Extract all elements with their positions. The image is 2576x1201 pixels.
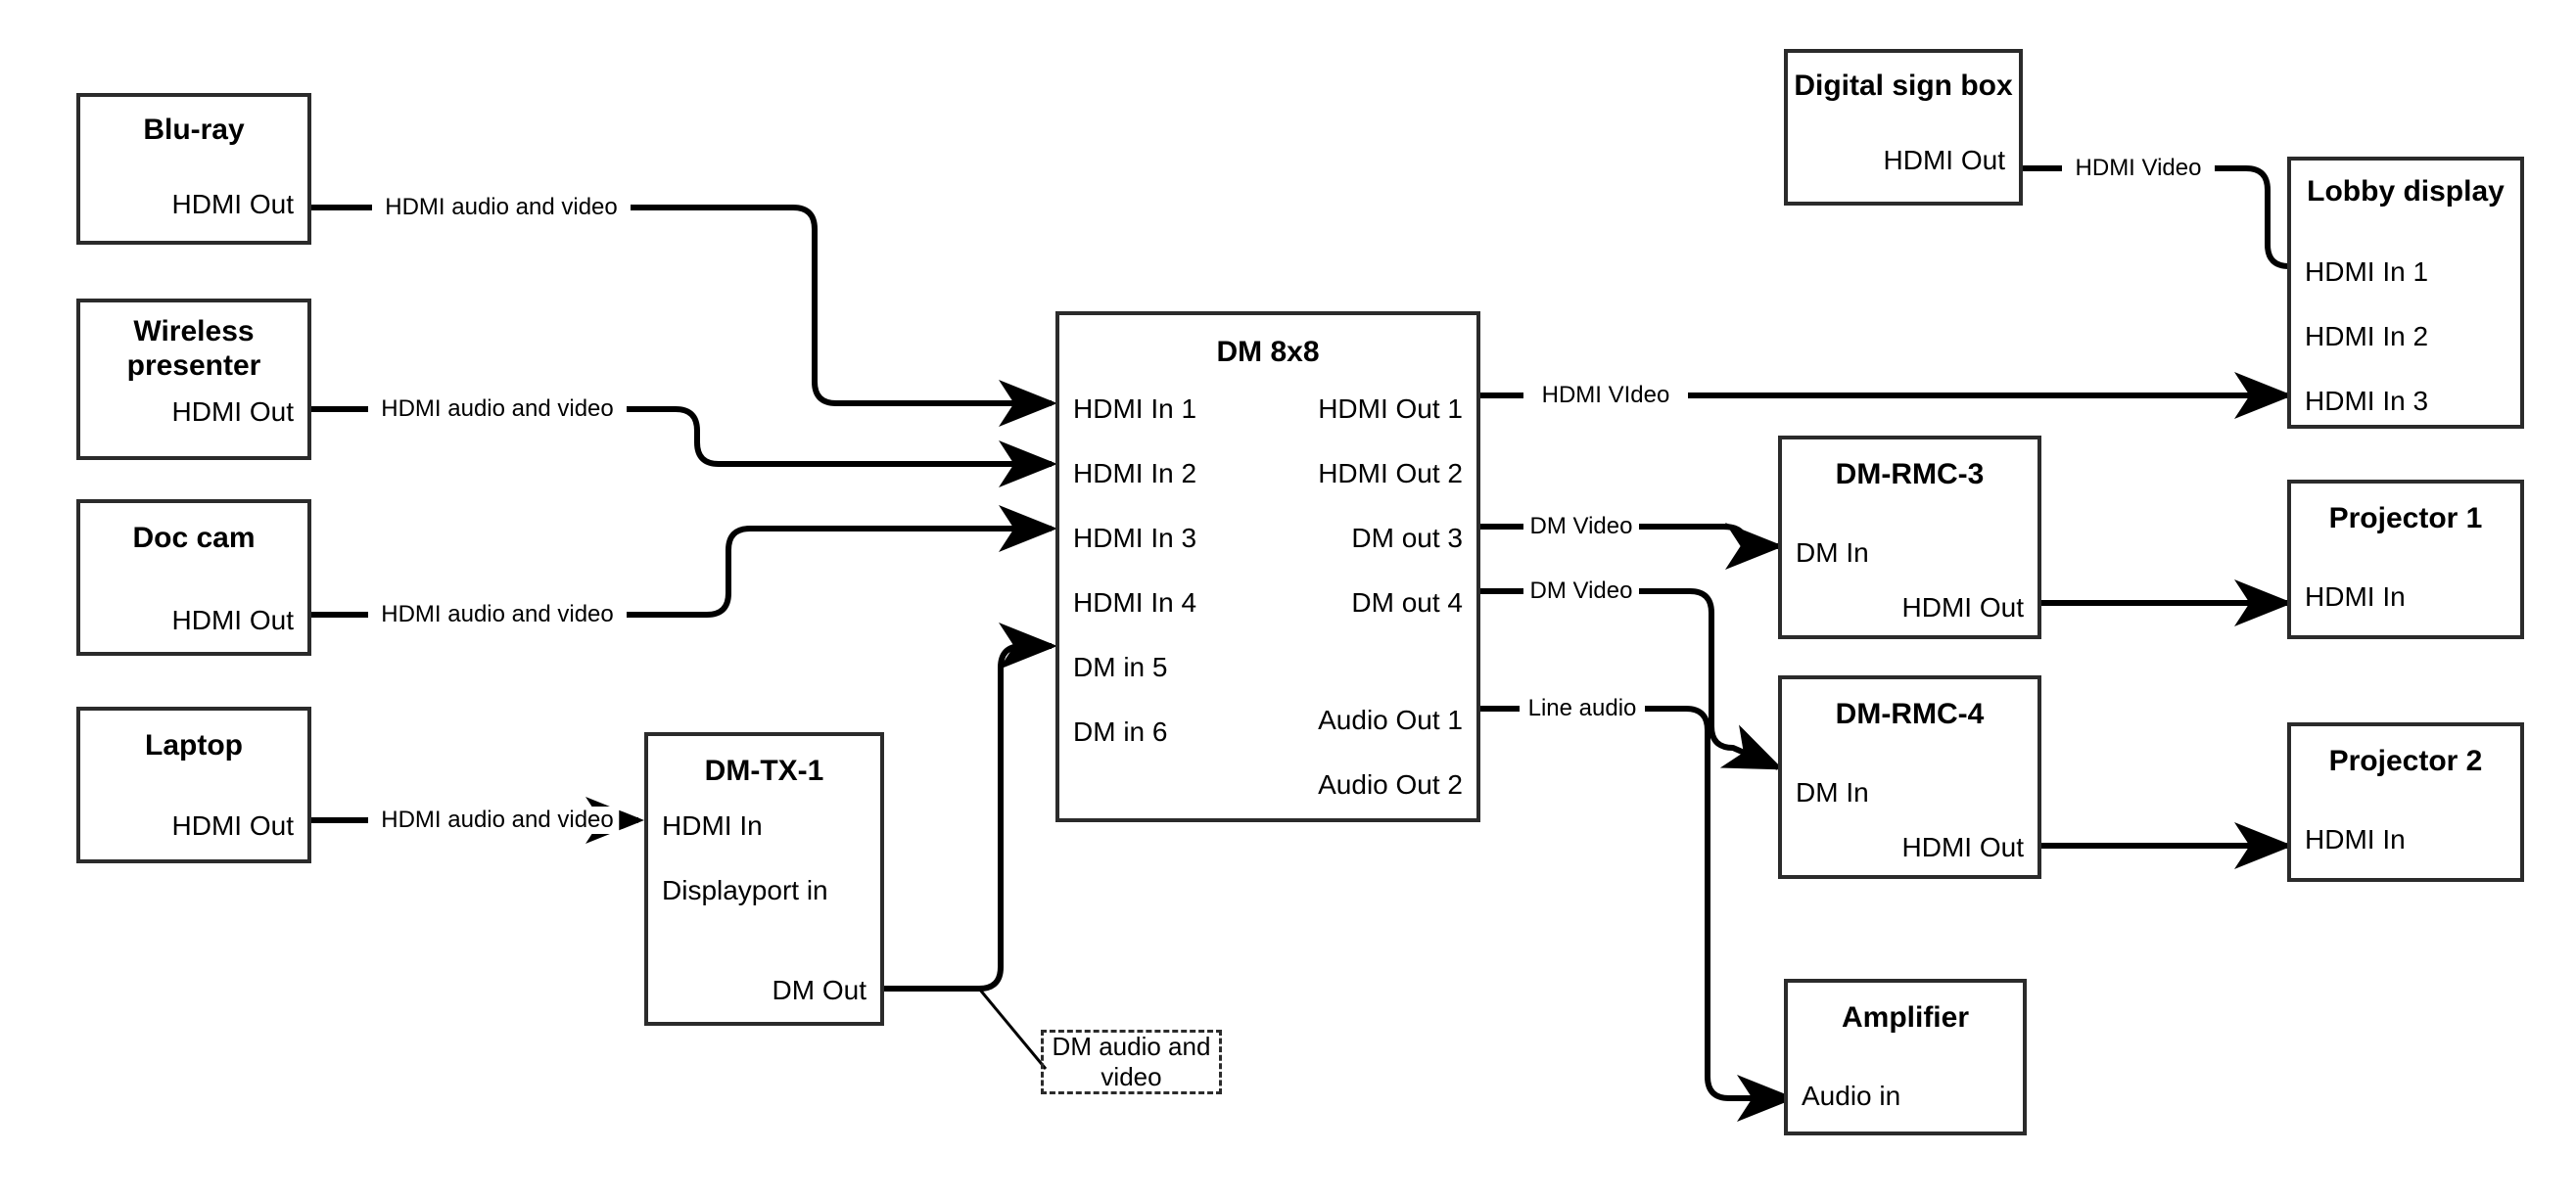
node-title-dm-8x8: DM 8x8 xyxy=(1216,336,1320,368)
node-title-wireless-presenter: Wireless presenter xyxy=(126,315,261,383)
port-doc-cam-hdmi-out: HDMI Out xyxy=(171,605,294,635)
node-wireless-presenter[interactable]: Wireless presenter HDMI Out xyxy=(76,299,311,460)
wire-label-hdmi-video-sign: HDMI Video xyxy=(2069,155,2208,182)
callout-label-text: DM audio and video xyxy=(1052,1031,1211,1091)
wire-label-line-audio: Line audio xyxy=(1522,695,1643,722)
wire-label-blu-ray: HDMI audio and video xyxy=(379,194,624,221)
wire-doc-cam-to-dm-in3-b xyxy=(627,505,1057,618)
port-lobby-display-hdmi-in-1: HDMI In 1 xyxy=(2305,256,2429,287)
port-lobby-display-hdmi-in-3: HDMI In 3 xyxy=(2305,386,2429,416)
node-amplifier[interactable]: Amplifier Audio in xyxy=(1784,979,2027,1135)
wire-label-doc-cam: HDMI audio and video xyxy=(375,601,620,628)
port-dm-8x8-audio-out-1: Audio Out 1 xyxy=(1318,705,1463,735)
node-doc-cam[interactable]: Doc cam HDMI Out xyxy=(76,499,311,656)
port-dm-rmc-4-dm-in: DM In xyxy=(1796,777,1869,808)
port-dm-8x8-hdmi-out-1: HDMI Out 1 xyxy=(1318,393,1463,424)
node-title-dm-tx-1: DM-TX-1 xyxy=(704,755,824,787)
port-dm-8x8-dm-out-3: DM out 3 xyxy=(1351,523,1463,553)
wire-label-hdmi-video-out1: HDMI VIdeo xyxy=(1535,382,1676,409)
node-laptop[interactable]: Laptop HDMI Out xyxy=(76,707,311,863)
wire-dm-out4-to-rmc4-b xyxy=(1639,588,1784,770)
port-dm-8x8-hdmi-in-4: HDMI In 4 xyxy=(1073,587,1197,618)
node-title-doc-cam: Doc cam xyxy=(132,522,256,554)
port-dm-8x8-hdmi-in-1: HDMI In 1 xyxy=(1073,393,1197,424)
port-dm-tx-1-displayport-in: Displayport in xyxy=(662,875,828,905)
node-digital-sign-box[interactable]: Digital sign box HDMI Out xyxy=(1784,49,2023,206)
port-amplifier-audio-in: Audio in xyxy=(1802,1081,1901,1111)
wire-dm-out3-to-rmc3-b xyxy=(1639,523,1784,570)
port-dm-8x8-dm-in-6: DM in 6 xyxy=(1073,716,1168,747)
node-title-lobby-display: Lobby display xyxy=(2307,175,2505,208)
wire-wireless-to-dm-in2-b xyxy=(627,406,1057,487)
port-blu-ray-hdmi-out: HDMI Out xyxy=(171,189,294,219)
wire-label-dm-video-out3: DM Video xyxy=(1523,513,1639,540)
port-dm-tx-1-hdmi-in: HDMI In xyxy=(662,810,763,841)
node-title-dm-rmc-4: DM-RMC-4 xyxy=(1835,698,1985,730)
port-digital-sign-box-hdmi-out: HDMI Out xyxy=(1883,145,2005,175)
port-projector-1-hdmi-in: HDMI In xyxy=(2305,581,2406,612)
port-laptop-hdmi-out: HDMI Out xyxy=(171,810,294,841)
node-dm-rmc-3[interactable]: DM-RMC-3 DM In HDMI Out xyxy=(1778,436,2041,639)
node-blu-ray[interactable]: Blu-ray HDMI Out xyxy=(76,93,311,245)
node-title-laptop: Laptop xyxy=(145,729,243,762)
port-lobby-display-hdmi-in-2: HDMI In 2 xyxy=(2305,321,2429,351)
node-title-projector-2: Projector 2 xyxy=(2328,745,2483,777)
node-dm-rmc-4[interactable]: DM-RMC-4 DM In HDMI Out xyxy=(1778,675,2041,879)
wire-dm-audio1-to-amplifier-b xyxy=(1645,706,1796,1122)
wire-dm-tx-1-to-dm-in5 xyxy=(884,623,1057,992)
wire-label-dm-video-out4: DM Video xyxy=(1523,577,1639,605)
node-projector-1[interactable]: Projector 1 HDMI In xyxy=(2287,480,2524,639)
node-dm-8x8[interactable]: DM 8x8 HDMI In 1 HDMI In 2 HDMI In 3 HDM… xyxy=(1055,311,1480,822)
node-dm-tx-1[interactable]: DM-TX-1 HDMI In Displayport in DM Out xyxy=(644,732,884,1026)
port-dm-8x8-dm-in-5: DM in 5 xyxy=(1073,652,1168,682)
port-dm-8x8-hdmi-in-3: HDMI In 3 xyxy=(1073,523,1197,553)
port-dm-8x8-audio-out-2: Audio Out 2 xyxy=(1318,769,1463,800)
node-projector-2[interactable]: Projector 2 HDMI In xyxy=(2287,722,2524,882)
port-dm-rmc-4-hdmi-out: HDMI Out xyxy=(1901,832,2024,862)
wire-blu-ray-to-dm-in1-b xyxy=(631,205,1057,427)
node-title-projector-1: Projector 1 xyxy=(2328,502,2483,534)
port-projector-2-hdmi-in: HDMI In xyxy=(2305,824,2406,855)
node-title-digital-sign-box: Digital sign box xyxy=(1794,69,2013,102)
node-title-amplifier: Amplifier xyxy=(1841,1001,1970,1034)
port-dm-8x8-dm-out-4: DM out 4 xyxy=(1351,587,1463,618)
wire-label-laptop: HDMI audio and video xyxy=(375,807,620,834)
node-title-blu-ray: Blu-ray xyxy=(143,114,245,146)
node-lobby-display[interactable]: Lobby display HDMI In 1 HDMI In 2 HDMI I… xyxy=(2287,157,2524,429)
node-title-dm-rmc-3: DM-RMC-3 xyxy=(1835,458,1985,490)
port-dm-8x8-hdmi-out-2: HDMI Out 2 xyxy=(1318,458,1463,488)
callout-dm-audio-and-video: DM audio and video xyxy=(1041,1030,1222,1094)
port-dm-8x8-hdmi-in-2: HDMI In 2 xyxy=(1073,458,1197,488)
wire-label-wireless: HDMI audio and video xyxy=(375,395,620,423)
wire-sign-box-to-lobby-in1-b xyxy=(2215,165,2340,290)
port-dm-tx-1-dm-out: DM Out xyxy=(772,975,866,1005)
port-dm-rmc-3-dm-in: DM In xyxy=(1796,537,1869,568)
port-wireless-presenter-hdmi-out: HDMI Out xyxy=(171,396,294,427)
callout-leader-line xyxy=(977,988,1048,1070)
port-dm-rmc-3-hdmi-out: HDMI Out xyxy=(1901,592,2024,623)
